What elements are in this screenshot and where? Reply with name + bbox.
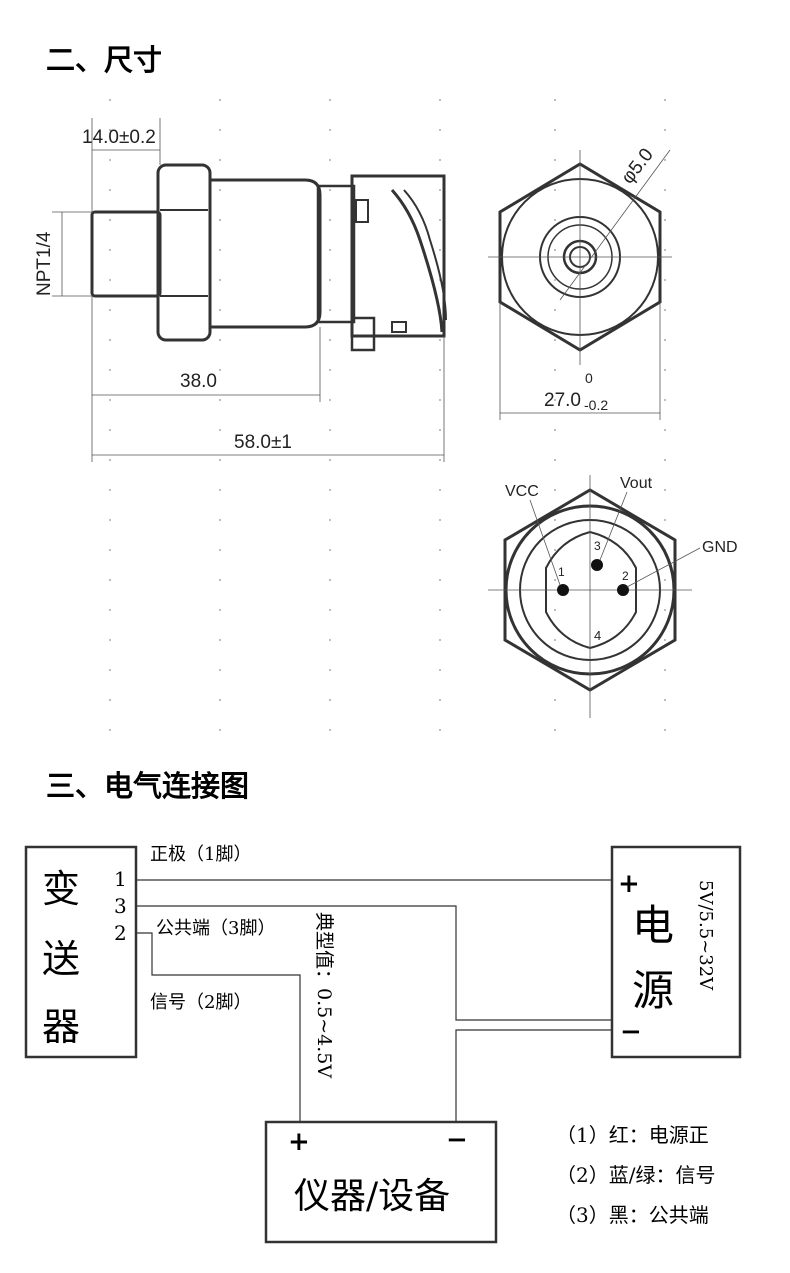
power-minus: − bbox=[620, 1017, 642, 1047]
vout-label: Vout bbox=[620, 475, 653, 492]
wires bbox=[136, 879, 612, 1122]
dim-hex-size: 27.0 bbox=[544, 390, 581, 411]
pin-3-label: 3 bbox=[594, 539, 601, 553]
legend-item-1: （1）红：电源正 bbox=[556, 1123, 709, 1147]
positive-label: 正极（1脚） bbox=[150, 844, 251, 865]
transmitter-char-1: 变 bbox=[42, 867, 80, 911]
transmitter-char-2: 送 bbox=[42, 937, 80, 981]
instrument-plus: + bbox=[288, 1127, 310, 1157]
instrument-minus: − bbox=[446, 1125, 468, 1155]
legend-item-3: （3）黑：公共端 bbox=[556, 1203, 709, 1227]
terminal-2: 2 bbox=[114, 921, 127, 945]
dim-body-length: 38.0 bbox=[180, 371, 217, 392]
gnd-label: GND bbox=[702, 539, 738, 556]
dim-thread-length: 14.0±0.2 bbox=[82, 127, 156, 148]
dot-grid bbox=[109, 99, 666, 731]
dim-thread-type: NPT1/4 bbox=[34, 231, 55, 296]
wiring-title: 三、电气连接图 bbox=[46, 769, 249, 803]
connector-pin-view: 1 3 2 4 VCC Vout GND bbox=[488, 475, 738, 718]
pin-4-label: 4 bbox=[594, 628, 601, 643]
sensor-front-view: φ5.0 27.0 0 -0.2 bbox=[488, 145, 672, 420]
typical-value-label: 典型值：0.5~4.5V bbox=[313, 912, 335, 1078]
vcc-label: VCC bbox=[505, 483, 539, 500]
power-voltage-label: 5V/5.5~32V bbox=[695, 880, 716, 991]
sensor-side-view: 14.0±0.2 NPT1/4 38.0 58.0±1 bbox=[34, 118, 447, 462]
signal-label: 信号（2脚） bbox=[150, 992, 251, 1013]
transmitter-box bbox=[24, 845, 138, 1059]
instrument-label: 仪器/设备 bbox=[294, 1176, 450, 1217]
terminal-3: 3 bbox=[114, 894, 127, 918]
power-char-2: 源 bbox=[632, 966, 674, 1015]
pin-2-label: 2 bbox=[622, 569, 629, 583]
power-char-1: 电 bbox=[632, 901, 674, 950]
dim-total-length: 58.0±1 bbox=[234, 432, 292, 453]
transmitter-char-3: 器 bbox=[42, 1005, 80, 1049]
power-box bbox=[610, 845, 742, 1059]
pin-1-label: 1 bbox=[558, 565, 565, 579]
wire-color-legend: （1）红：电源正 （2）蓝/绿：信号 （3）黑：公共端 bbox=[556, 1123, 715, 1227]
power-plus: + bbox=[618, 869, 640, 899]
common-label: 公共端（3脚） bbox=[156, 918, 275, 939]
legend-item-2: （2）蓝/绿：信号 bbox=[556, 1163, 715, 1187]
dimensions-title: 二、尺寸 bbox=[46, 43, 162, 77]
dim-diameter: φ5.0 bbox=[617, 145, 657, 188]
terminal-1: 1 bbox=[114, 867, 127, 891]
dim-hex-tol-upper: 0 bbox=[585, 370, 593, 386]
instrument-box bbox=[264, 1120, 498, 1244]
dim-hex-tol-lower: -0.2 bbox=[584, 397, 608, 413]
